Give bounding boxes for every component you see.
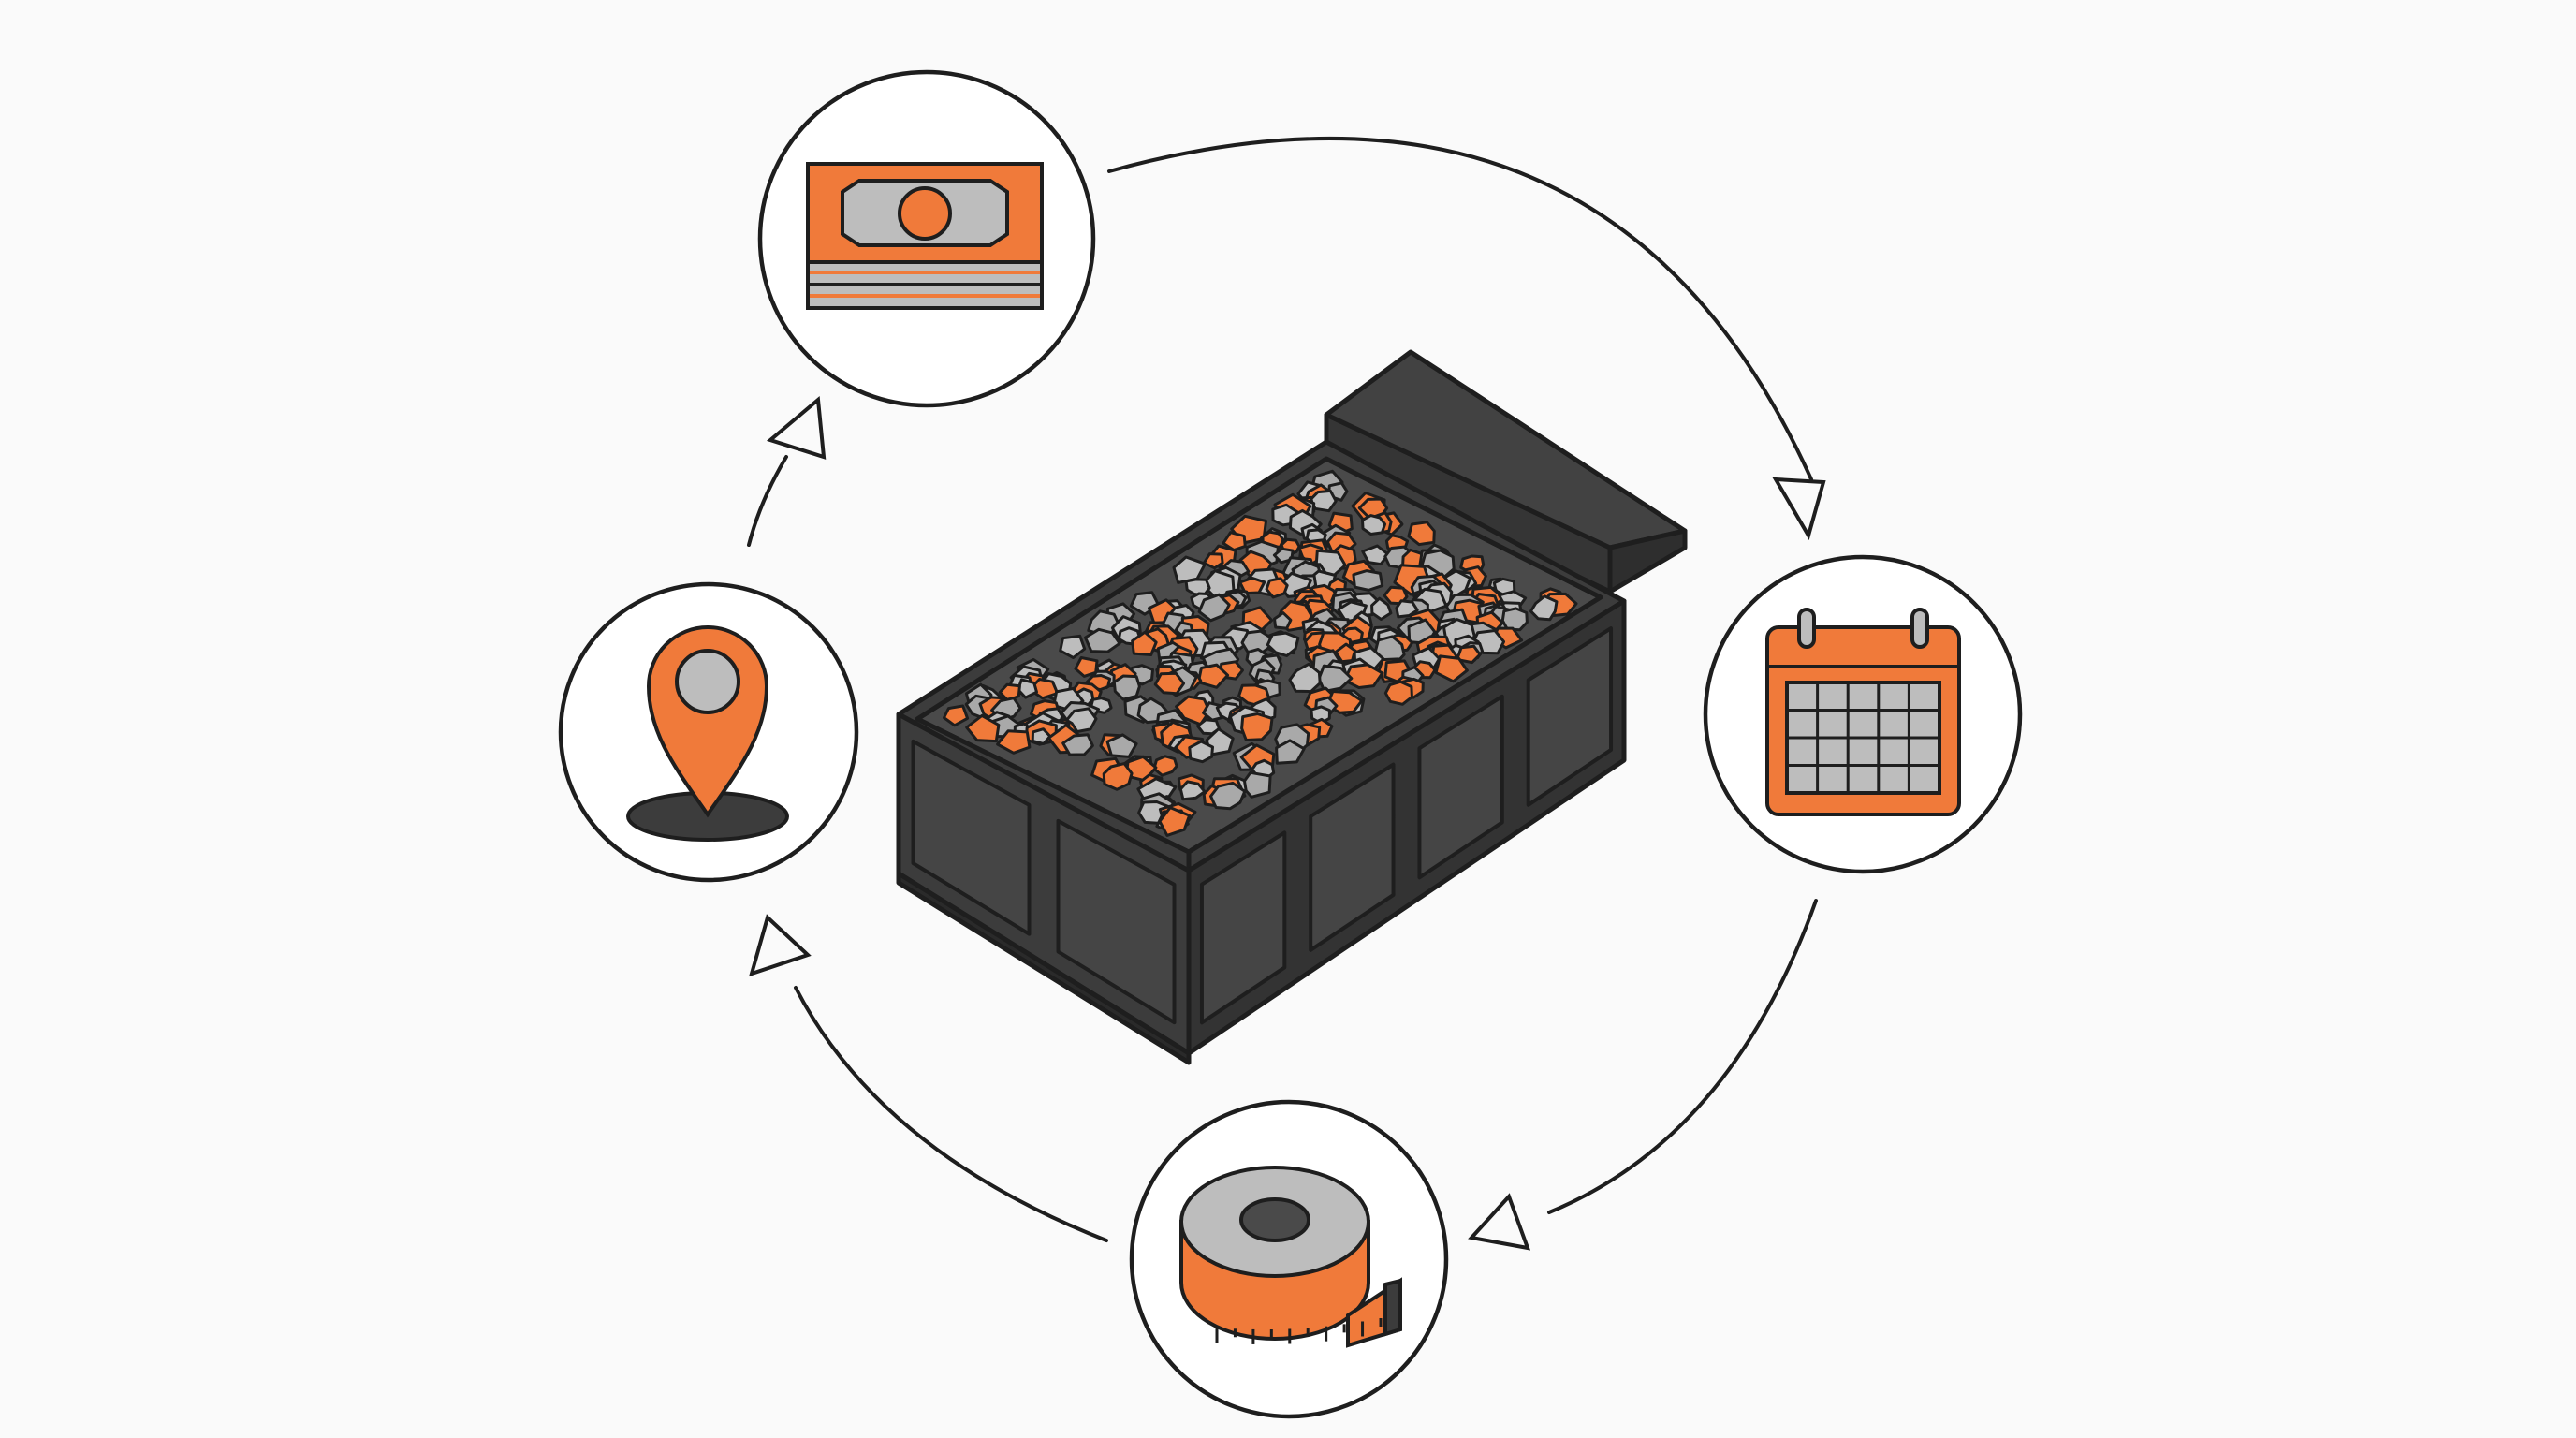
dumpster-rim	[896, 439, 1627, 873]
arrow-location-to-money	[747, 455, 788, 547]
arrow-head-money	[766, 396, 827, 460]
arrow-head-location	[749, 914, 812, 977]
location-pin-icon	[626, 625, 789, 842]
arrow-head-tape	[1468, 1193, 1531, 1251]
arrow-calendar-to-tape	[1547, 899, 1818, 1214]
debris-pile	[943, 469, 1578, 837]
dumpster-base-lip	[896, 871, 1192, 1065]
arrow-tape-to-location	[794, 986, 1108, 1242]
dumpster-back-wall-end	[1607, 528, 1688, 594]
arrow-head-calendar	[1772, 477, 1826, 541]
arrow-money-to-calendar	[1107, 137, 1813, 481]
money-icon	[806, 162, 1044, 310]
measuring-tape-icon	[1179, 1166, 1402, 1348]
calendar-icon	[1765, 608, 1961, 816]
dumpster-illustration	[896, 349, 1688, 1065]
dumpster-side-face	[1186, 598, 1627, 1056]
